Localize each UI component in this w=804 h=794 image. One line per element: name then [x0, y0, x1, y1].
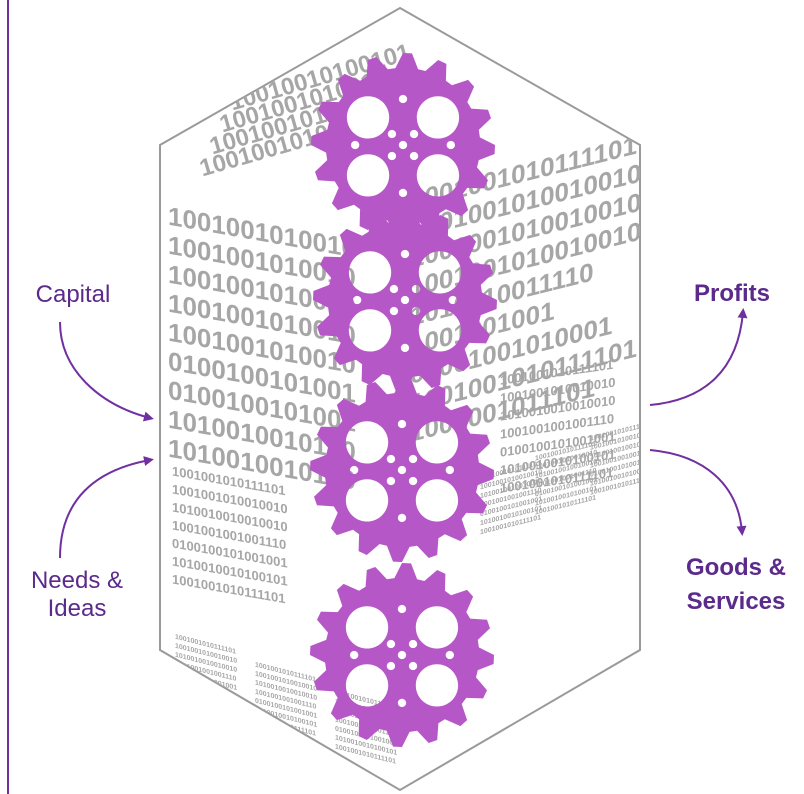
capital-label: Capital	[35, 281, 111, 308]
gear-stack	[310, 53, 497, 747]
needs-ideas-line1: Needs &	[30, 567, 124, 594]
needs-ideas-line2: Ideas	[47, 595, 107, 622]
needs-ideas-label: Needs & Ideas	[12, 567, 142, 623]
gear-icon	[310, 378, 494, 562]
binary-text-line-tiny: 1001001010111101	[175, 687, 236, 710]
gear-icon	[310, 563, 494, 747]
needs-ideas-arrow	[59, 456, 154, 559]
goods-services-line2: Services	[686, 588, 786, 615]
goods-services-arrow	[649, 449, 747, 536]
capital-arrow	[59, 321, 154, 422]
gear-icon	[313, 208, 497, 392]
left-border-line	[7, 0, 9, 794]
goods-services-label: Goods & Services	[672, 551, 800, 619]
profits-arrow	[649, 308, 748, 406]
gear-icon	[311, 53, 495, 237]
goods-services-line1: Goods &	[686, 554, 786, 581]
profits-label: Profits	[693, 280, 770, 307]
